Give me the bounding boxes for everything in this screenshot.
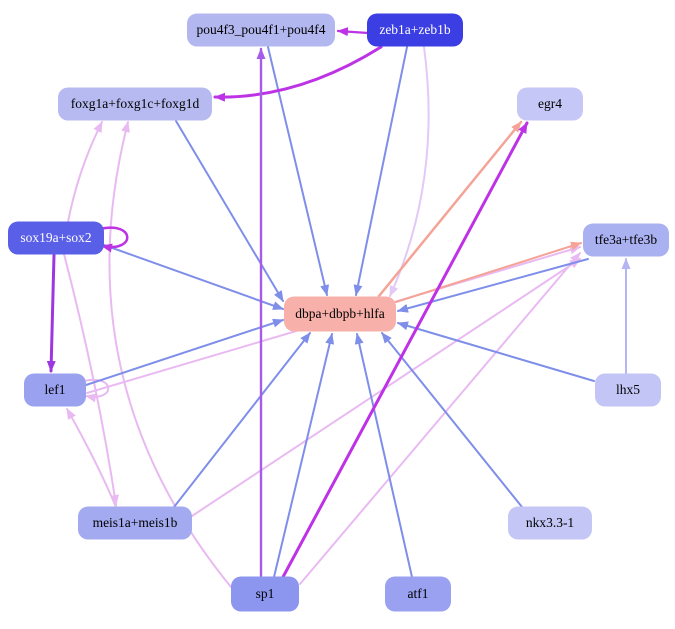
node-label: zeb1a+zeb1b: [379, 22, 451, 37]
node-tfe3a_tfe3b: tfe3a+tfe3b: [583, 223, 669, 257]
node-box: [8, 221, 104, 255]
node-atf1: atf1: [385, 576, 451, 612]
edge-foxg1a_foxg1c_foxg1d-to-dbpa_dbpb_hlfa: [175, 120, 284, 302]
node-label: meis1a+meis1b: [93, 515, 178, 530]
node-box: [284, 296, 396, 332]
node-label: egr4: [538, 96, 562, 111]
node-dbpa_dbpb_hlfa: dbpa+dbpb+hlfa: [284, 296, 396, 332]
node-label: lef1: [45, 382, 66, 397]
edge-dbpa_dbpb_hlfa-to-tfe3a_tfe3b: [395, 241, 582, 303]
node-sp1: sp1: [231, 576, 299, 612]
edge-nkx3_3_1-to-dbpa_dbpb_hlfa: [381, 332, 523, 508]
edge-pou4f3_pou4f1_pou4f4-to-dbpa_dbpb_hlfa: [267, 46, 330, 296]
node-lef1: lef1: [24, 373, 86, 407]
edge-sox19a_sox2-to-foxg1a_foxg1c_foxg1d: [67, 121, 103, 223]
edge-lef1-to-lef1: [83, 378, 110, 403]
node-box: [385, 576, 451, 612]
node-label: sox19a+sox2: [20, 230, 91, 245]
node-box: [583, 223, 669, 257]
edge-sp1-to-tfe3a_tfe3b: [299, 252, 581, 585]
node-label: dbpa+dbpb+hlfa: [295, 306, 384, 321]
edge-sox19a_sox2-to-sox19a_sox2: [98, 226, 129, 253]
edge-zeb1a_zeb1b-to-foxg1a_foxg1c_foxg1d: [213, 45, 383, 102]
node-box: [24, 373, 86, 407]
edge-zeb1a_zeb1b-to-dbpa_dbpb_hlfa: [353, 46, 408, 296]
node-label: tfe3a+tfe3b: [595, 232, 658, 247]
node-label: nkx3.3-1: [526, 515, 574, 530]
edge-dbpa_dbpb_hlfa-to-egr4: [377, 120, 523, 298]
node-box: [367, 13, 463, 47]
node-box: [595, 373, 661, 407]
node-lhx5: lhx5: [595, 373, 661, 407]
edge-sox19a_sox2-to-lef1: [46, 253, 56, 373]
node-foxg1a_foxg1c_foxg1d: foxg1a+foxg1c+foxg1d: [58, 87, 212, 121]
node-label: atf1: [408, 586, 429, 601]
edge-meis1a_meis1b-to-dbpa_dbpb_hlfa: [173, 332, 311, 508]
node-pou4f3_pou4f1_pou4f4: pou4f3_pou4f1+pou4f4: [187, 13, 335, 47]
node-box: [187, 13, 335, 47]
node-label: foxg1a+foxg1c+foxg1d: [71, 96, 200, 111]
edge-meis1a_meis1b-to-lef1: [66, 408, 117, 508]
edge-sp1-to-dbpa_dbpb_hlfa: [273, 333, 335, 578]
node-meis1a_meis1b: meis1a+meis1b: [78, 506, 192, 540]
edge-lef1-to-dbpa_dbpb_hlfa: [85, 318, 284, 386]
node-box: [517, 87, 583, 121]
node-box: [508, 506, 592, 540]
edge-tfe3a_tfe3b-to-dbpa_dbpb_hlfa: [397, 258, 589, 313]
edge-sox19a_sox2-to-dbpa_dbpb_hlfa: [103, 244, 284, 310]
node-box: [78, 506, 192, 540]
edge-lhx5-to-dbpa_dbpb_hlfa: [397, 321, 595, 382]
node-zeb1a_zeb1b: zeb1a+zeb1b: [367, 13, 463, 47]
node-box: [231, 576, 299, 612]
edge-zeb1a_zeb1b-to-pou4f3_pou4f1_pou4f4: [336, 27, 370, 37]
node-label: pou4f3_pou4f1+pou4f4: [196, 22, 325, 37]
node-box: [58, 87, 212, 121]
node-label: sp1: [256, 586, 275, 601]
edge-sp1-to-egr4: [281, 121, 529, 579]
node-nkx3_3_1: nkx3.3-1: [508, 506, 592, 540]
node-label: lhx5: [616, 382, 640, 397]
edge-atf1-to-dbpa_dbpb_hlfa: [354, 333, 413, 578]
node-sox19a_sox2: sox19a+sox2: [8, 221, 104, 255]
node-egr4: egr4: [517, 87, 583, 121]
